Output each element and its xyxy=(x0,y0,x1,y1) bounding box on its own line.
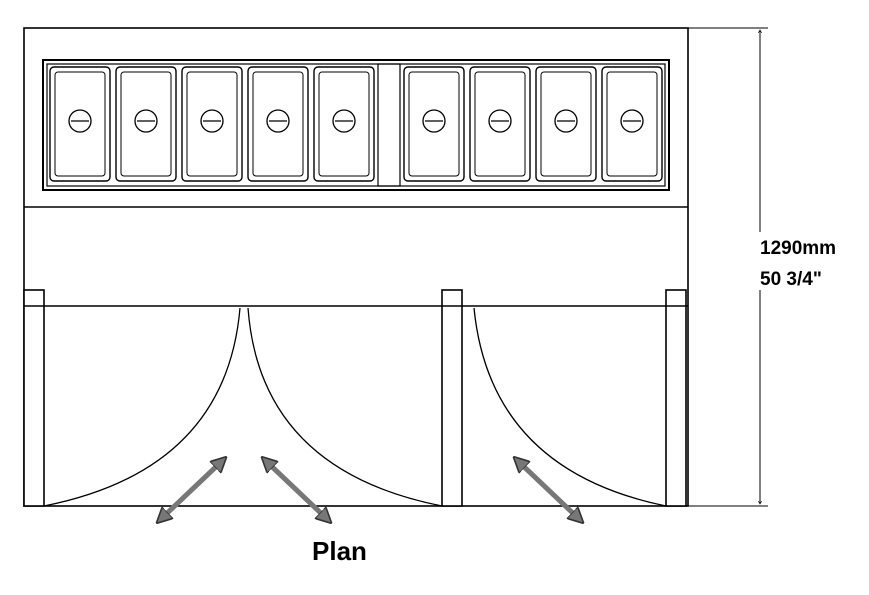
dimension-imperial-label: 50 3/4" xyxy=(760,269,822,290)
pan-lid xyxy=(120,71,172,177)
pan-lid xyxy=(54,71,106,177)
double-headed-arrow-icon xyxy=(162,462,221,518)
pan-1 xyxy=(49,66,111,182)
pan-5 xyxy=(313,66,375,182)
pan-4 xyxy=(247,66,309,182)
door-swing-right xyxy=(473,307,667,507)
gastronorm-pans xyxy=(49,63,663,187)
pan-lid xyxy=(252,71,304,177)
left-jamb xyxy=(23,289,45,507)
pan-well-inner xyxy=(46,63,666,187)
door-jambs xyxy=(23,289,687,507)
drawing-caption: Plan xyxy=(312,536,367,566)
center-mullion xyxy=(441,289,463,507)
pan-lid xyxy=(318,71,370,177)
dimension-metric-label: 1290mm xyxy=(760,238,836,259)
pan-7 xyxy=(469,66,531,182)
pan-3 xyxy=(181,66,243,182)
right-jamb xyxy=(665,289,687,507)
door-swing-middle xyxy=(247,307,443,507)
pan-well-outer xyxy=(42,59,670,191)
cabinet-outline xyxy=(23,27,689,507)
pan-9 xyxy=(601,66,663,182)
pan-lid xyxy=(186,71,238,177)
pan-2 xyxy=(115,66,177,182)
pan-divider-bar xyxy=(377,63,401,187)
cabinet-body xyxy=(23,27,689,507)
pan-6 xyxy=(403,66,465,182)
pan-lid xyxy=(408,71,460,177)
pan-8 xyxy=(535,66,597,182)
pan-lid xyxy=(540,71,592,177)
door-arrows xyxy=(162,462,578,518)
door-swing-left xyxy=(43,307,241,507)
door-swings xyxy=(43,307,667,507)
double-headed-arrow-icon xyxy=(519,462,578,518)
pan-lid xyxy=(606,71,658,177)
double-headed-arrow-icon xyxy=(267,462,326,518)
pan-well xyxy=(42,59,670,191)
dimension-text-background xyxy=(748,232,858,290)
pan-lid xyxy=(474,71,526,177)
